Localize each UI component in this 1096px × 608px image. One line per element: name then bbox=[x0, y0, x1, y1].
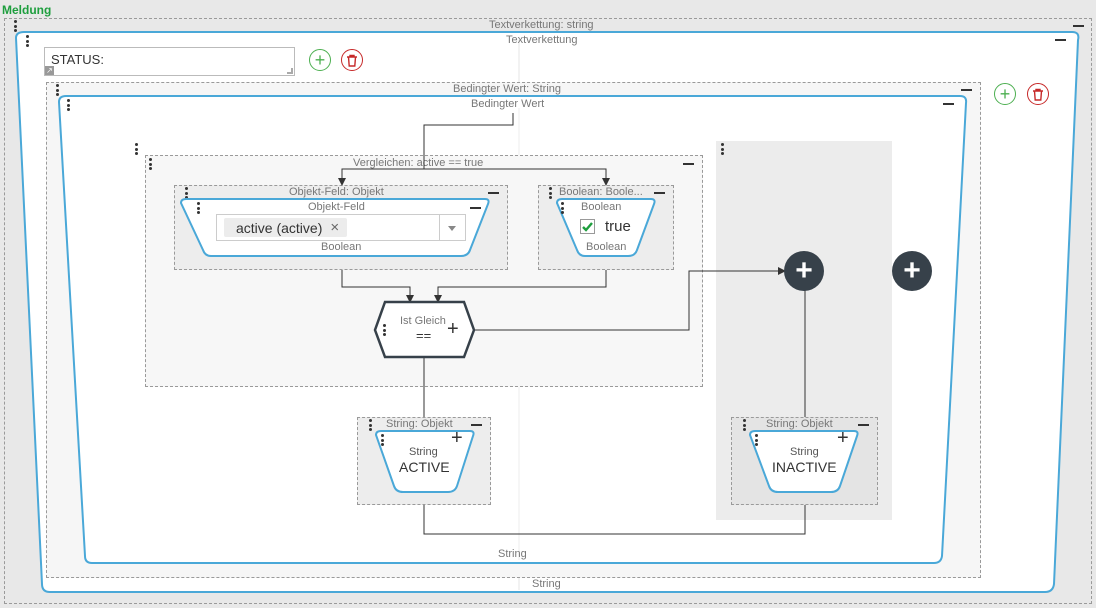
add-else-button[interactable]: + bbox=[892, 251, 932, 291]
collapse-icon[interactable] bbox=[488, 192, 499, 194]
string-active-type: String bbox=[409, 446, 438, 458]
collapse-icon[interactable] bbox=[471, 424, 482, 426]
string-inactive-header: String: Objekt bbox=[766, 418, 833, 430]
collapse-icon[interactable] bbox=[1055, 39, 1066, 41]
trash-icon bbox=[1033, 88, 1043, 101]
concat-footer: String bbox=[532, 578, 561, 590]
menu-dots-icon[interactable] bbox=[197, 202, 201, 214]
menu-dots-icon[interactable] bbox=[561, 202, 565, 214]
menu-dots-icon[interactable] bbox=[383, 324, 387, 336]
chevron-down-icon[interactable] bbox=[448, 226, 456, 231]
conditional-header: Bedingter Wert: String bbox=[453, 83, 562, 95]
bool-value: true bbox=[605, 218, 631, 235]
chip-remove-icon[interactable]: × bbox=[330, 219, 340, 236]
add-icon[interactable]: + bbox=[837, 427, 849, 449]
concat-container bbox=[4, 18, 1092, 604]
field-node-title: Objekt-Feld bbox=[308, 201, 365, 213]
field-node-type: Boolean bbox=[321, 241, 362, 253]
field-chip: active (active) × bbox=[224, 218, 348, 237]
menu-dots-icon[interactable] bbox=[549, 187, 553, 199]
string-active-header: String: Objekt bbox=[386, 418, 453, 430]
string-inactive-type: String bbox=[790, 446, 819, 458]
delete-button[interactable] bbox=[1027, 83, 1049, 105]
compare-header: Vergleichen: active == true bbox=[353, 157, 484, 169]
equal-node-op: == bbox=[416, 328, 432, 343]
field-node-header: Objekt-Feld: Objekt bbox=[289, 186, 384, 198]
equal-node-title: Ist Gleich bbox=[400, 315, 446, 327]
delete-button[interactable] bbox=[341, 49, 363, 71]
add-button[interactable]: + bbox=[994, 83, 1016, 105]
field-select[interactable]: active (active) × bbox=[216, 214, 466, 241]
check-icon bbox=[582, 222, 593, 232]
string-inactive-value[interactable]: INACTIVE bbox=[772, 459, 837, 475]
menu-dots-icon[interactable] bbox=[381, 434, 385, 446]
trash-icon bbox=[347, 54, 357, 67]
add-branch-button[interactable]: + bbox=[784, 251, 824, 291]
add-input-icon[interactable]: + bbox=[447, 318, 459, 340]
field-chip-label: active (active) bbox=[236, 219, 323, 236]
concat-title: Textverkettung bbox=[506, 34, 578, 46]
resize-handle-icon[interactable] bbox=[287, 68, 293, 74]
collapse-icon[interactable] bbox=[961, 89, 972, 91]
menu-dots-icon[interactable] bbox=[743, 419, 747, 431]
string-active-value[interactable]: ACTIVE bbox=[399, 459, 450, 475]
menu-dots-icon[interactable] bbox=[56, 84, 60, 96]
bool-node-title: Boolean bbox=[581, 201, 622, 213]
conditional-footer: String bbox=[498, 548, 527, 560]
menu-dots-icon[interactable] bbox=[26, 35, 30, 47]
collapse-icon[interactable] bbox=[943, 103, 954, 105]
menu-dots-icon[interactable] bbox=[755, 434, 759, 446]
menu-dots-icon[interactable] bbox=[14, 20, 18, 32]
menu-dots-icon[interactable] bbox=[149, 158, 153, 170]
menu-dots-icon[interactable] bbox=[721, 143, 725, 155]
status-textarea[interactable]: STATUS: ↗ bbox=[44, 47, 295, 76]
bool-node-header: Boolean: Boole... bbox=[559, 186, 643, 198]
collapse-icon[interactable] bbox=[858, 424, 869, 426]
add-icon[interactable]: + bbox=[451, 427, 463, 449]
conditional-title: Bedingter Wert bbox=[471, 98, 545, 110]
bool-checkbox[interactable] bbox=[580, 219, 595, 234]
menu-dots-icon[interactable] bbox=[369, 419, 373, 431]
expand-icon[interactable]: ↗ bbox=[45, 66, 54, 75]
add-button[interactable]: + bbox=[309, 49, 331, 71]
concat-header: Textverkettung: string bbox=[489, 19, 594, 31]
collapse-icon[interactable] bbox=[654, 192, 665, 194]
menu-dots-icon[interactable] bbox=[185, 187, 189, 199]
menu-dots-icon[interactable] bbox=[135, 143, 139, 155]
collapse-icon[interactable] bbox=[470, 207, 481, 209]
select-divider bbox=[439, 215, 440, 240]
bool-node-type: Boolean bbox=[586, 241, 627, 253]
collapse-icon[interactable] bbox=[683, 163, 694, 165]
page-title: Meldung bbox=[2, 3, 52, 17]
menu-dots-icon[interactable] bbox=[67, 99, 71, 111]
collapse-icon[interactable] bbox=[1073, 25, 1084, 27]
status-text: STATUS: bbox=[51, 52, 104, 67]
